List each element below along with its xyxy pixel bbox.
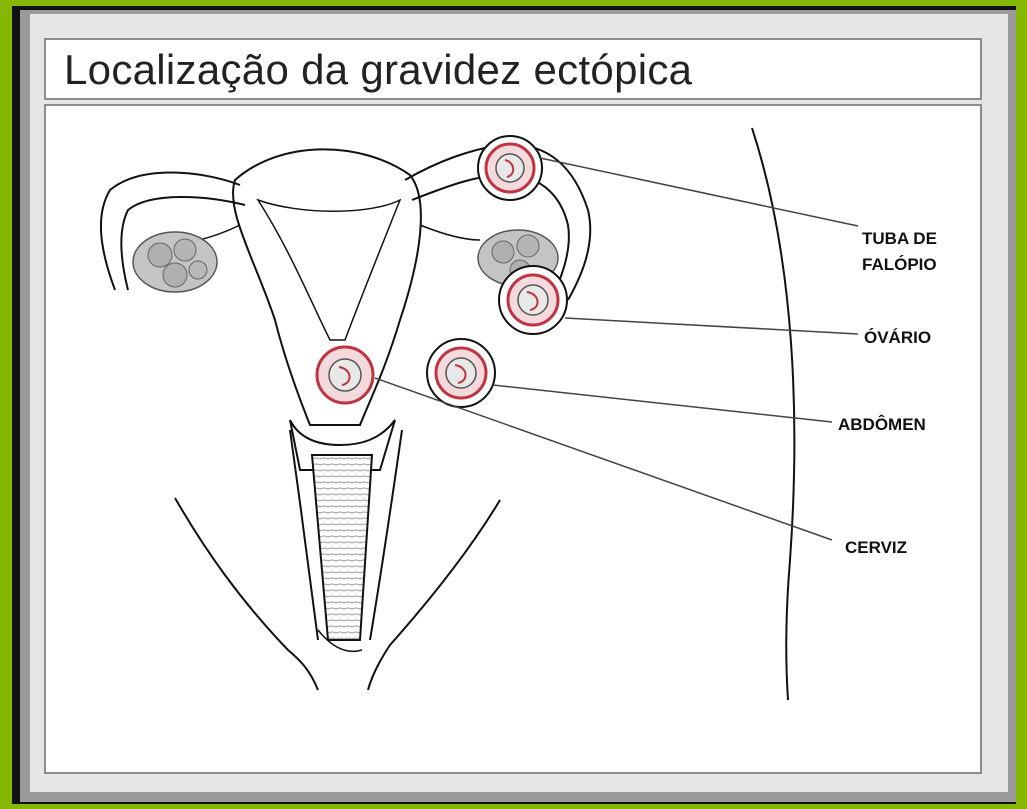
implant-cervix xyxy=(317,347,373,403)
left-ovary xyxy=(133,232,217,292)
label-cerviz: CERVIZ xyxy=(845,538,907,557)
label-tuba-line2: FALÓPIO xyxy=(862,255,937,274)
leader-ovario xyxy=(565,318,858,334)
right-ligament xyxy=(420,225,480,240)
vaginal-canal xyxy=(312,455,372,640)
leader-cerviz xyxy=(375,378,832,540)
label-ovario: ÓVÁRIO xyxy=(864,328,931,347)
leader-tuba xyxy=(540,158,858,226)
implant-ovary xyxy=(499,266,567,334)
leader-abdomen xyxy=(493,385,832,422)
label-tuba-line1: TUBA DE xyxy=(862,229,937,248)
implant-tube xyxy=(478,136,542,200)
left-thigh-outline xyxy=(175,498,318,690)
label-abdomen: ABDÔMEN xyxy=(838,415,926,434)
implant-abdomen xyxy=(427,339,495,407)
